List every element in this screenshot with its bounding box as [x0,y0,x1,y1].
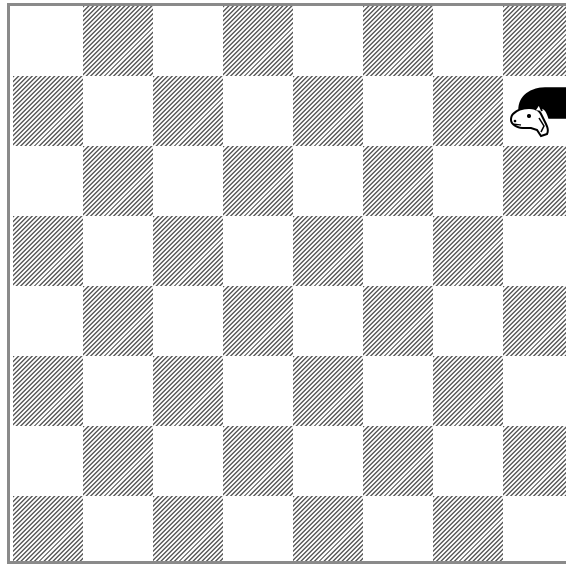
board-square-g4[interactable] [433,286,503,356]
board-square-g5[interactable] [433,216,503,286]
board-square-h2[interactable] [503,426,566,496]
board-square-h5[interactable] [503,216,566,286]
board-square-a1[interactable] [13,496,83,564]
board-square-e4[interactable] [293,286,363,356]
board-square-f8[interactable] [363,6,433,76]
chess-board-frame [7,3,566,564]
board-square-f2[interactable] [363,426,433,496]
board-square-a4[interactable] [13,286,83,356]
board-square-b4[interactable] [83,286,153,356]
board-square-f3[interactable] [363,356,433,426]
board-square-d4[interactable] [223,286,293,356]
board-square-h4[interactable] [503,286,566,356]
board-square-e7[interactable] [293,76,363,146]
board-square-b3[interactable] [83,356,153,426]
board-square-b5[interactable] [83,216,153,286]
board-square-c4[interactable] [153,286,223,356]
board-square-a5[interactable] [13,216,83,286]
board-square-c5[interactable] [153,216,223,286]
board-square-d8[interactable] [223,6,293,76]
board-square-f5[interactable] [363,216,433,286]
board-square-c2[interactable] [153,426,223,496]
board-square-b7[interactable] [83,76,153,146]
board-square-e3[interactable] [293,356,363,426]
board-square-d5[interactable] [223,216,293,286]
board-square-h3[interactable] [503,356,566,426]
board-square-e5[interactable] [293,216,363,286]
board-square-a3[interactable] [13,356,83,426]
chess-board [13,6,566,564]
board-square-b1[interactable] [83,496,153,564]
board-square-a2[interactable] [13,426,83,496]
board-square-c7[interactable] [153,76,223,146]
board-square-c3[interactable] [153,356,223,426]
board-square-b2[interactable] [83,426,153,496]
board-square-h6[interactable] [503,146,566,216]
board-square-c6[interactable] [153,146,223,216]
board-square-h8[interactable] [503,6,566,76]
black-knight-icon [505,78,566,144]
board-square-b6[interactable] [83,146,153,216]
board-square-d6[interactable] [223,146,293,216]
board-square-g8[interactable] [433,6,503,76]
board-square-e2[interactable] [293,426,363,496]
board-square-c1[interactable] [153,496,223,564]
board-square-h1[interactable] [503,496,566,564]
board-square-e6[interactable] [293,146,363,216]
board-square-e8[interactable] [293,6,363,76]
board-square-f4[interactable] [363,286,433,356]
board-square-d1[interactable] [223,496,293,564]
board-square-d7[interactable] [223,76,293,146]
board-square-f1[interactable] [363,496,433,564]
board-square-c8[interactable] [153,6,223,76]
board-square-g7[interactable] [433,76,503,146]
board-square-d2[interactable] [223,426,293,496]
board-square-h7[interactable] [503,76,566,146]
board-square-f6[interactable] [363,146,433,216]
board-square-a7[interactable] [13,76,83,146]
board-square-g6[interactable] [433,146,503,216]
board-square-f7[interactable] [363,76,433,146]
board-square-a8[interactable] [13,6,83,76]
board-square-g1[interactable] [433,496,503,564]
board-square-e1[interactable] [293,496,363,564]
board-square-b8[interactable] [83,6,153,76]
board-square-g2[interactable] [433,426,503,496]
board-square-d3[interactable] [223,356,293,426]
board-square-a6[interactable] [13,146,83,216]
board-square-g3[interactable] [433,356,503,426]
